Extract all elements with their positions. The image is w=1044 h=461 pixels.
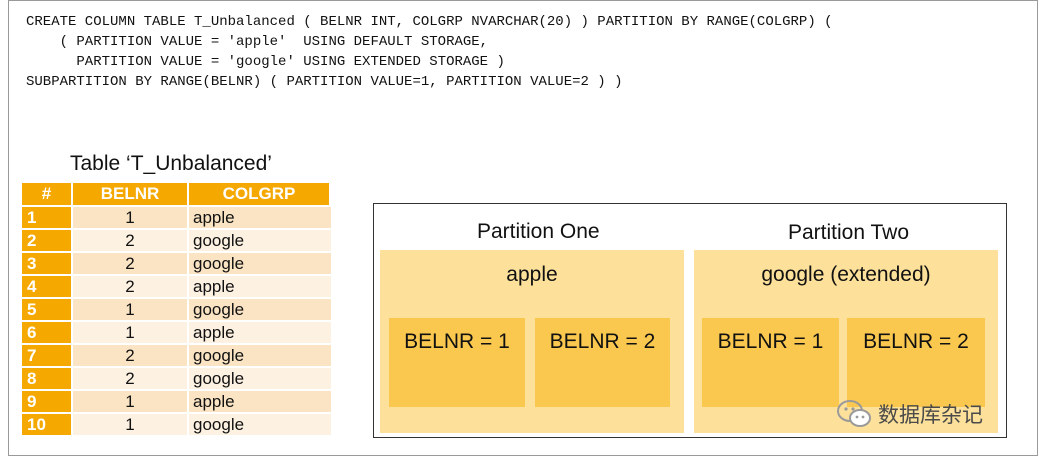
belnr-cell: 1 <box>73 322 189 343</box>
sql-line: ( PARTITION VALUE = 'apple' USING DEFAUL… <box>26 34 489 50</box>
watermark: 数据库杂记 <box>836 399 983 429</box>
colgrp-cell: google <box>189 414 331 435</box>
sql-code-block: CREATE COLUMN TABLE T_Unbalanced ( BELNR… <box>26 12 833 92</box>
column-header-belnr: BELNR <box>73 183 189 205</box>
belnr-cell: 2 <box>73 345 189 366</box>
subpartition-one-belnr-1: BELNR = 1 <box>389 318 525 407</box>
row-index-cell: 6 <box>22 322 73 343</box>
colgrp-cell: apple <box>189 391 331 412</box>
belnr-cell: 1 <box>73 207 189 228</box>
partition-two-title: Partition Two <box>788 221 910 244</box>
subpartition-one-belnr-2: BELNR = 2 <box>535 318 670 407</box>
watermark-text: 数据库杂记 <box>878 404 983 427</box>
table-title: Table ‘T_Unbalanced’ <box>70 152 272 175</box>
column-header-index: # <box>22 183 73 205</box>
colgrp-cell: google <box>189 253 331 274</box>
belnr-cell: 1 <box>73 299 189 320</box>
partition-one: apple BELNR = 1 BELNR = 2 <box>380 250 684 433</box>
row-index-cell: 3 <box>22 253 73 274</box>
colgrp-cell: apple <box>189 207 331 228</box>
row-index-cell: 1 <box>22 207 73 228</box>
sql-line: CREATE COLUMN TABLE T_Unbalanced ( BELNR… <box>26 14 833 30</box>
belnr-cell: 1 <box>73 414 189 435</box>
colgrp-cell: google <box>189 345 331 366</box>
subpartition-two-belnr-2: BELNR = 2 <box>847 318 985 407</box>
column-header-colgrp: COLGRP <box>189 183 331 205</box>
sql-line: PARTITION VALUE = 'google' USING EXTENDE… <box>26 54 505 70</box>
partition-container: Partition One Partition Two apple BELNR … <box>373 203 1007 438</box>
belnr-cell: 2 <box>73 276 189 297</box>
row-index-cell: 10 <box>22 414 73 435</box>
partition-two: google (extended) BELNR = 1 BELNR = 2 <box>694 250 998 433</box>
subpartition-two-belnr-1: BELNR = 1 <box>702 318 839 407</box>
colgrp-cell: apple <box>189 276 331 297</box>
row-index-cell: 8 <box>22 368 73 389</box>
partition-one-name: apple <box>506 263 558 286</box>
belnr-cell: 1 <box>73 391 189 412</box>
row-index-cell: 9 <box>22 391 73 412</box>
sql-line: SUBPARTITION BY RANGE(BELNR) ( PARTITION… <box>26 74 623 90</box>
belnr-cell: 2 <box>73 230 189 251</box>
row-index-cell: 2 <box>22 230 73 251</box>
colgrp-cell: google <box>189 368 331 389</box>
partition-one-title: Partition One <box>477 220 600 243</box>
colgrp-cell: google <box>189 299 331 320</box>
row-index-cell: 5 <box>22 299 73 320</box>
table-header-row: # BELNR COLGRP <box>22 183 331 205</box>
row-index-cell: 4 <box>22 276 73 297</box>
wechat-icon <box>837 400 871 427</box>
belnr-cell: 2 <box>73 253 189 274</box>
colgrp-cell: google <box>189 230 331 251</box>
colgrp-cell: apple <box>189 322 331 343</box>
belnr-cell: 2 <box>73 368 189 389</box>
row-index-cell: 7 <box>22 345 73 366</box>
partition-two-name: google (extended) <box>761 263 931 286</box>
